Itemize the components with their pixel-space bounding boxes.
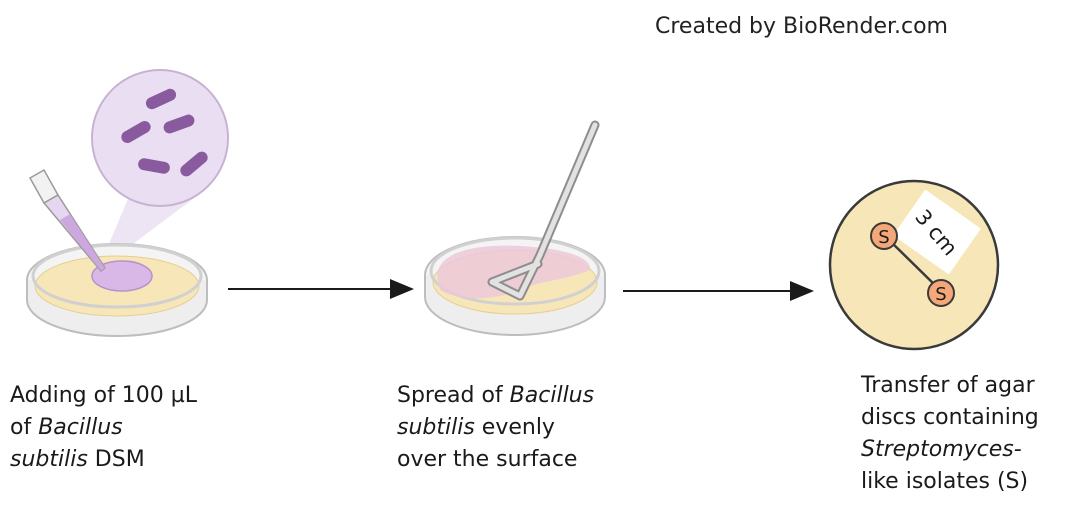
step3-caption: Transfer of agar discs containing Strept…: [861, 370, 1076, 498]
step2-caption: Spread of Bacillus subtilis evenly over …: [397, 380, 657, 476]
step1-caption: Adding of 100 µL of Bacillus subtilis DS…: [10, 380, 270, 476]
step2-illustration: [425, 125, 605, 335]
step3-illustration: 3 cm S S: [830, 181, 998, 349]
bacteria-icon: [92, 70, 228, 206]
disc-label: S: [935, 284, 946, 305]
agar-disc-1: S: [871, 223, 897, 249]
step1-illustration: [27, 70, 228, 336]
agar-disc-2: S: [928, 280, 954, 306]
credit-text: Created by BioRender.com: [655, 14, 948, 39]
disc-label: S: [878, 227, 889, 248]
